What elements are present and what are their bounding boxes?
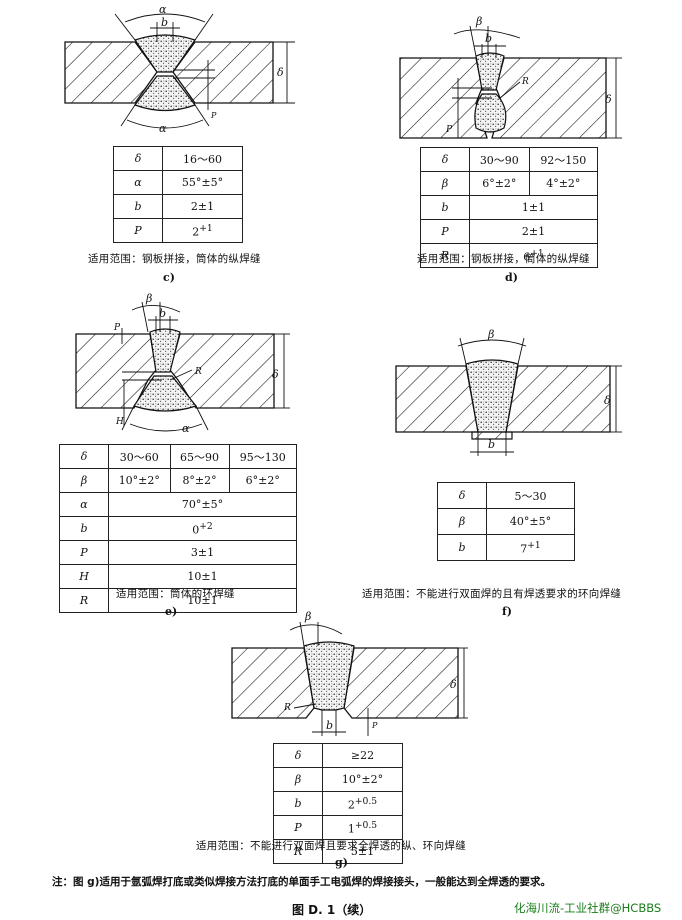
weld-bottom: [474, 93, 507, 133]
b-label: b: [485, 32, 492, 45]
beta-label: β: [487, 328, 494, 341]
delta-label: δ: [605, 93, 612, 106]
h-label: H: [115, 417, 124, 427]
delta-label: δ: [450, 678, 457, 691]
weld-top: [134, 34, 196, 73]
weld-bottom: [133, 375, 198, 412]
scope-note-d: 适用范围：钢板拼接，筒体的纵焊缝: [417, 253, 590, 265]
plate-left: [395, 365, 479, 433]
plate-right: [491, 57, 607, 139]
beta-label: β: [304, 610, 311, 623]
footnote: 注：图 g)适用于氩弧焊打底或类似焊接方法打底的单面手工电弧焊的焊接接头，一般能…: [52, 876, 551, 888]
diagram-f: β b δ: [395, 328, 622, 456]
beta-label: β: [145, 292, 152, 305]
plate-left: [64, 41, 158, 104]
r-label: R: [194, 367, 202, 377]
diagram-d: β b P R δ: [399, 15, 622, 139]
backing-strip: [471, 431, 513, 440]
weld-top: [475, 52, 505, 91]
weld: [465, 359, 519, 433]
caption-e: e): [165, 605, 178, 618]
weld-top: [149, 328, 181, 373]
alpha-bottom-label: α: [159, 122, 167, 135]
r-label: R: [521, 77, 529, 87]
alpha-label: α: [182, 422, 190, 435]
scope-note-f: 适用范围：不能进行双面焊的且有焊透要求的环向焊缝: [362, 588, 622, 600]
r-label: R: [283, 703, 291, 713]
plate-right: [343, 647, 459, 719]
alpha-top-label: α: [159, 3, 167, 16]
diagram-e: β b P R H α δ: [75, 292, 290, 435]
b-label: b: [488, 438, 495, 451]
p-label: P: [210, 111, 217, 120]
delta-label: δ: [604, 394, 611, 407]
p-label: P: [371, 721, 378, 730]
p-label: P: [113, 323, 121, 333]
delta-label: δ: [277, 66, 284, 79]
b-label: b: [161, 16, 168, 29]
delta-label: δ: [272, 368, 279, 381]
p-label: P: [445, 125, 453, 135]
b-label: b: [326, 719, 333, 732]
weld-bottom: [134, 75, 196, 112]
plate-right: [505, 365, 611, 433]
plate-left: [231, 647, 315, 719]
caption-c: c): [163, 271, 175, 284]
scope-note-c: 适用范围：钢板拼接，筒体的纵焊缝: [88, 253, 261, 265]
table-row: δ≥22: [273, 743, 403, 768]
b-label: b: [159, 307, 166, 320]
weld: [303, 641, 355, 711]
caption-f: f): [502, 605, 512, 618]
diagram-g: β b R P δ: [231, 610, 468, 736]
plate-right: [172, 41, 274, 104]
scope-note-g: 适用范围：不能进行双面焊且要求全焊透的纵、环向焊缝: [196, 840, 466, 852]
caption-d: d): [505, 271, 518, 284]
beta-label: β: [475, 15, 482, 28]
diagram-c: α α b P δ: [64, 3, 295, 135]
scope-note-e: 适用范围：筒体的环焊缝: [116, 588, 235, 600]
figure-title: 图 D. 1（续）: [292, 903, 372, 917]
caption-g: g): [335, 856, 348, 869]
watermark: 化海川流-工业社群@HCBBS: [514, 901, 662, 915]
